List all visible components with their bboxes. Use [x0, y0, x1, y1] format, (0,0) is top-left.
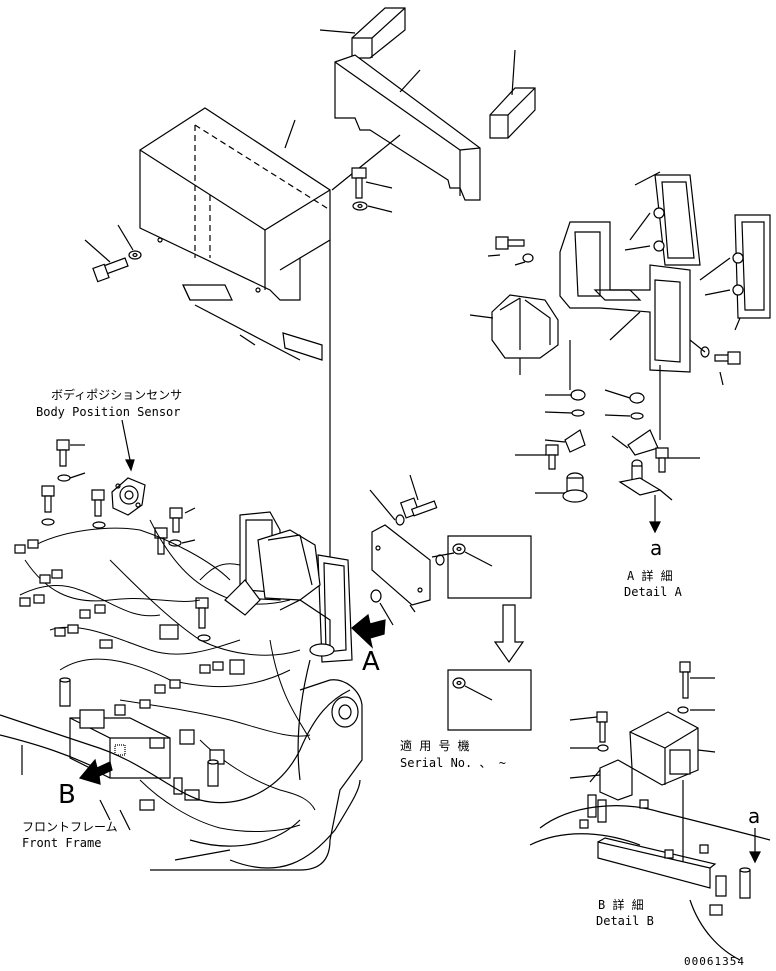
foam-pad-small-top [320, 8, 405, 58]
serial-change-box-before [432, 536, 531, 598]
detail-b-assembly [530, 662, 770, 960]
serial-change-box-after [448, 670, 531, 730]
relay-box [70, 710, 170, 778]
front-frame-label-en: Front Frame [22, 836, 102, 850]
sensor-cover [140, 108, 400, 300]
rubber-strip-2 [283, 333, 322, 360]
lamp-lens-2 [700, 215, 770, 330]
foam-pad-small-right [490, 50, 535, 138]
arrow-b-indicator [80, 760, 112, 784]
lamp-lens-1 [625, 172, 700, 265]
mount-brackets-detail-a [545, 430, 658, 455]
rubber-mounts-detail-a [535, 460, 672, 502]
foam-pad-long [335, 55, 480, 200]
leader-strips [195, 305, 300, 360]
detail-a-label-jp: A 詳 細 [627, 569, 673, 583]
bolts-detail-a-lower [515, 445, 700, 472]
mount-plate [370, 475, 460, 625]
body-position-sensor-label-en: Body Position Sensor [36, 405, 181, 419]
detail-a-label-en: Detail A [624, 585, 682, 599]
marker-a-small-detail-a: a [650, 536, 663, 560]
bolt-cover-top [352, 168, 392, 212]
bolt-cover-left [85, 225, 141, 282]
serial-change-arrow [495, 605, 523, 662]
bolt-detail-a-right [690, 340, 740, 385]
work-lamp [470, 295, 558, 375]
rubber-strip-1 [183, 285, 232, 300]
detail-b-label-en: Detail B [596, 914, 654, 928]
arrow-a-indicator [352, 615, 385, 647]
front-frame [0, 660, 362, 870]
serial-label-jp: 適 用 号 機 [400, 739, 470, 753]
marker-a-small-detail-b: a [748, 804, 761, 828]
mount-nuts-detail-a [545, 340, 660, 440]
spacers [60, 678, 218, 810]
marker-b-label: B [58, 780, 76, 810]
serial-label-en: Serial No. 、 ~ [400, 756, 506, 770]
lamp-bracket [560, 222, 690, 372]
bolt-detail-a-top [488, 237, 533, 265]
body-position-sensor-label-jp: ボディポジションセンサ [51, 388, 183, 402]
detail-b-label-jp: B 詳 細 [598, 898, 644, 912]
drawing-number: 00061354 [684, 955, 745, 968]
connectors [15, 540, 223, 708]
bolts-left-cluster [42, 440, 210, 641]
front-frame-label-jp: フロントフレーム [22, 820, 118, 834]
lamp-assembly-mounted [225, 512, 352, 662]
marker-a-label: A [362, 647, 380, 677]
body-position-sensor [112, 420, 145, 515]
